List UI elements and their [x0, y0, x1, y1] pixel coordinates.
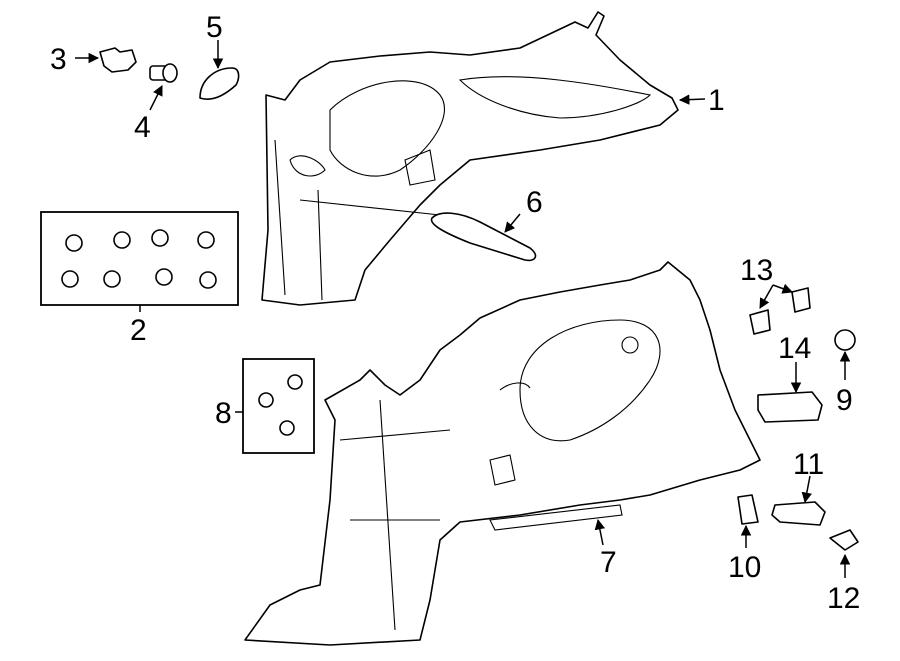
part-2-clip-kit: [40, 211, 239, 306]
callout-5: 5: [206, 11, 223, 44]
callout-2: 2: [130, 314, 147, 347]
callout-6: 6: [526, 186, 543, 219]
part-1-upper-quarter-panel: [261, 11, 679, 306]
part-5-cover: [199, 67, 240, 100]
part-8-clip-kit: [242, 358, 315, 454]
callout-1: 1: [708, 84, 725, 117]
part-13-clip-right: [791, 287, 811, 313]
part-3-bracket: [99, 47, 137, 73]
callout-7: 7: [600, 546, 617, 579]
part-14-vent-grille: [757, 391, 823, 423]
part-8-box: [242, 358, 315, 454]
callout-13: 13: [740, 254, 773, 287]
leader-lines: [75, 40, 851, 578]
part-6-bezel: [430, 212, 537, 262]
callout-14: 14: [778, 332, 811, 365]
clip-icon: [258, 374, 303, 436]
callout-12: 12: [827, 582, 860, 615]
callout-9: 9: [836, 384, 853, 417]
callout-10: 10: [728, 551, 761, 584]
part-11-bracket: [771, 501, 826, 526]
part-9-fastener: [834, 329, 856, 351]
part-4-fastener: [149, 63, 178, 83]
callout-8: 8: [215, 397, 232, 430]
callout-11: 11: [793, 448, 824, 481]
callout-3: 3: [50, 43, 67, 76]
part-7-lower-quarter-panel: [244, 261, 761, 646]
part-2-box: [40, 211, 239, 306]
part-12-screw: [829, 529, 859, 551]
clip-icon: [61, 229, 217, 289]
callout-4: 4: [134, 111, 151, 144]
part-10-retainer: [737, 494, 759, 525]
part-13-clip-left: [749, 309, 771, 335]
